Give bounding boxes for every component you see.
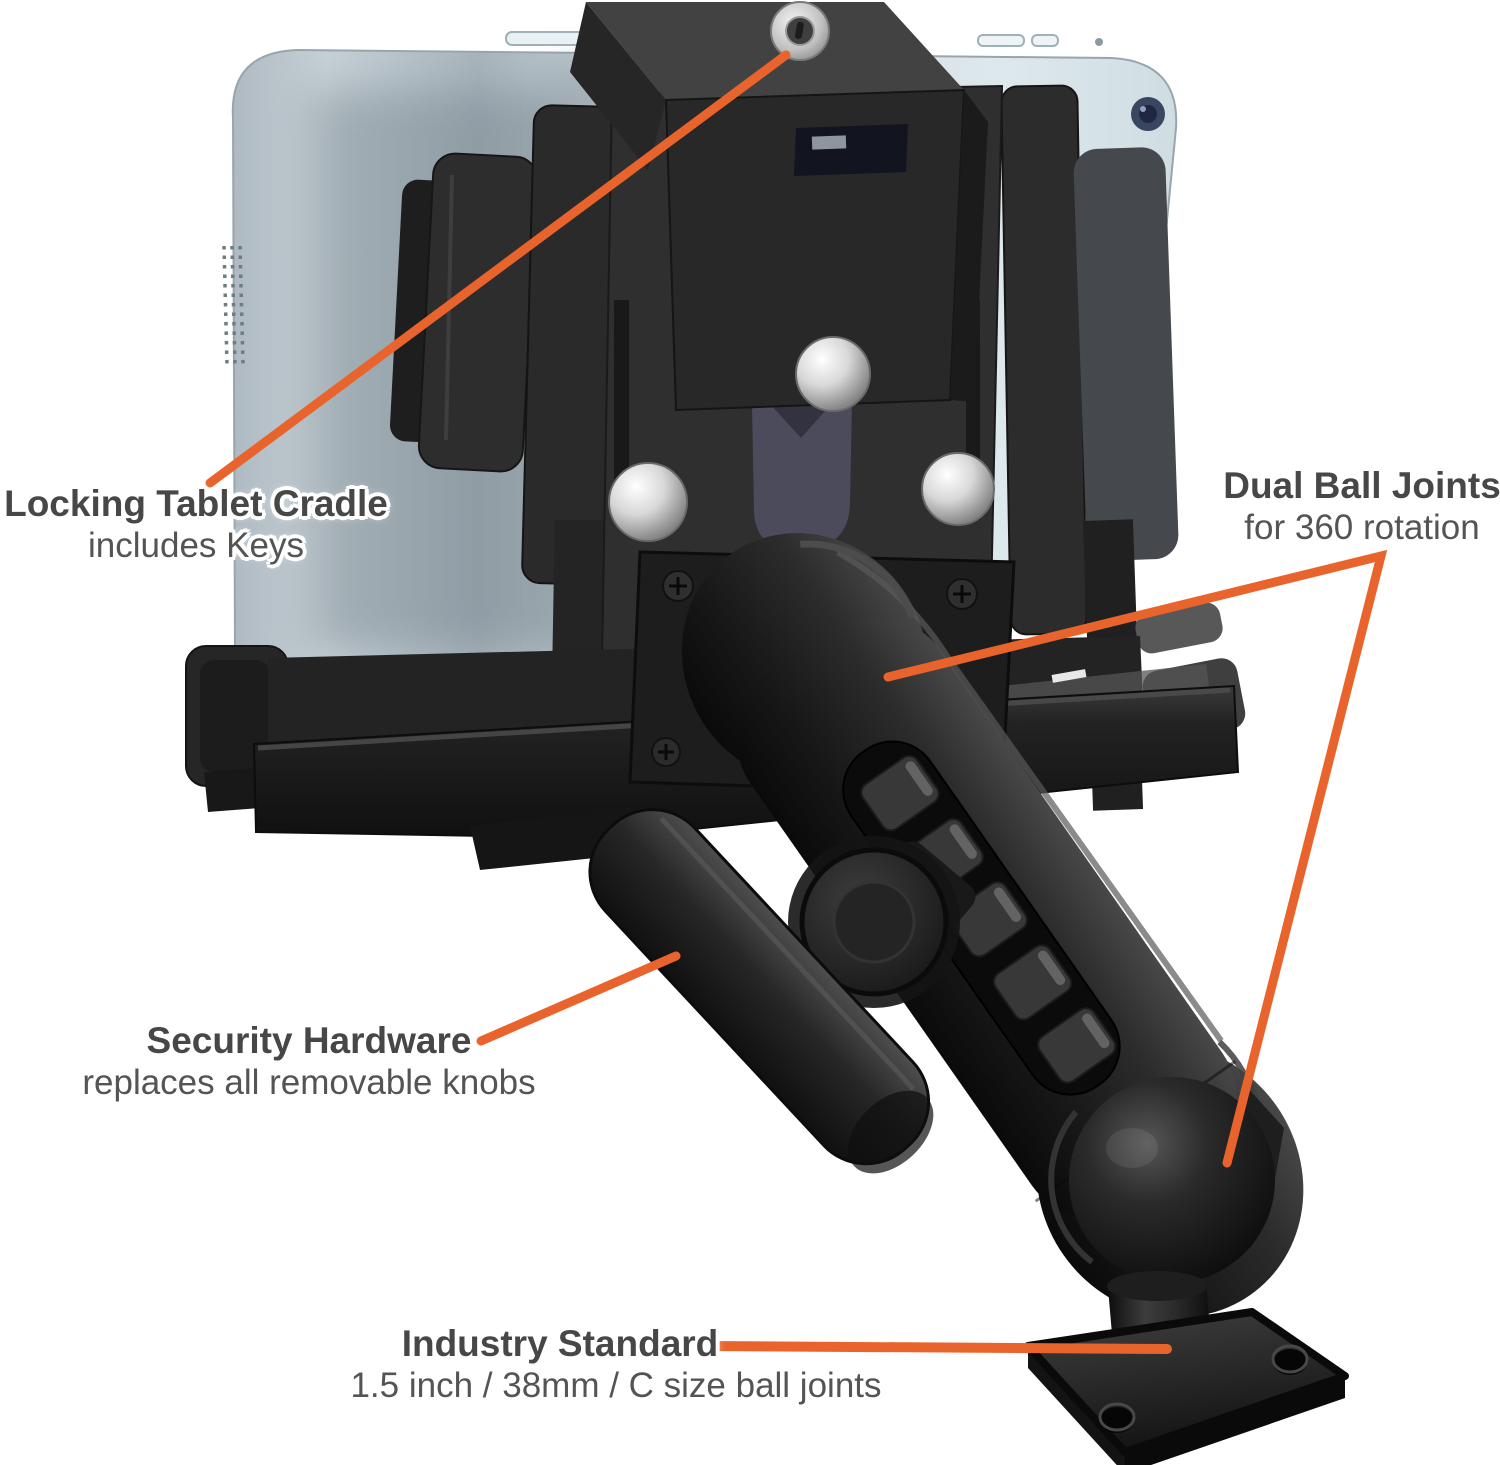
callout-line-industry-standard	[703, 1341, 1172, 1354]
callout-dual-ball-joints: Dual Ball Joints for 360 rotation	[1223, 464, 1500, 548]
security-knob	[588, 808, 976, 1174]
callout-dual-ball-joints-title: Dual Ball Joints	[1223, 465, 1500, 506]
right-grip-arm	[1000, 84, 1088, 636]
callout-industry-standard: Industry Standard 1.5 inch / 38mm / C si…	[350, 1322, 881, 1406]
callout-security-hardware: Security Hardware replaces all removable…	[82, 1019, 535, 1103]
callout-industry-standard-subtitle: 1.5 inch / 38mm / C size ball joints	[350, 1365, 882, 1405]
top-clamp-right-fold	[950, 90, 988, 402]
drill-base-assembly	[1024, 1077, 1349, 1465]
amps-drill-base-plate	[1024, 1308, 1349, 1456]
lower-ball-joint	[1069, 1077, 1275, 1283]
top-clamp-top-face	[586, 2, 964, 100]
callout-security-hardware-subtitle: replaces all removable knobs	[82, 1062, 536, 1102]
callout-security-hardware-title: Security Hardware	[146, 1020, 472, 1061]
callout-industry-standard-title: Industry Standard	[401, 1323, 719, 1364]
callout-locking-cradle-subtitle: includes Keys	[88, 525, 304, 565]
callout-lines	[205, 50, 1388, 1354]
top-clamp-left-fold	[570, 2, 666, 170]
speaker-grille	[222, 245, 245, 365]
callout-locking-cradle: Locking Tablet Cradle includes Keys	[4, 482, 388, 566]
adjustment-slot	[752, 400, 852, 551]
callout-locking-cradle-title: Locking Tablet Cradle	[4, 483, 388, 524]
arm-tension-ridges	[860, 755, 1117, 1084]
upper-socket-lip	[800, 540, 916, 619]
dome-screws	[608, 336, 995, 542]
locking-tablet-cradle	[389, 1, 1179, 843]
clamp-window	[794, 124, 908, 176]
callout-dual-ball-joints-subtitle: for 360 rotation	[1244, 507, 1480, 547]
base-plate-holes	[1098, 1344, 1309, 1433]
callout-line-locking-cradle	[205, 50, 791, 488]
security-t-handle	[588, 808, 934, 1174]
callout-line-security-hardware	[476, 951, 681, 1046]
callout-line-dual-ball-joints	[883, 549, 1388, 1168]
rear-camera	[1131, 97, 1165, 131]
key-lock-cylinder	[770, 1, 830, 61]
right-grip-pad	[1073, 147, 1179, 561]
